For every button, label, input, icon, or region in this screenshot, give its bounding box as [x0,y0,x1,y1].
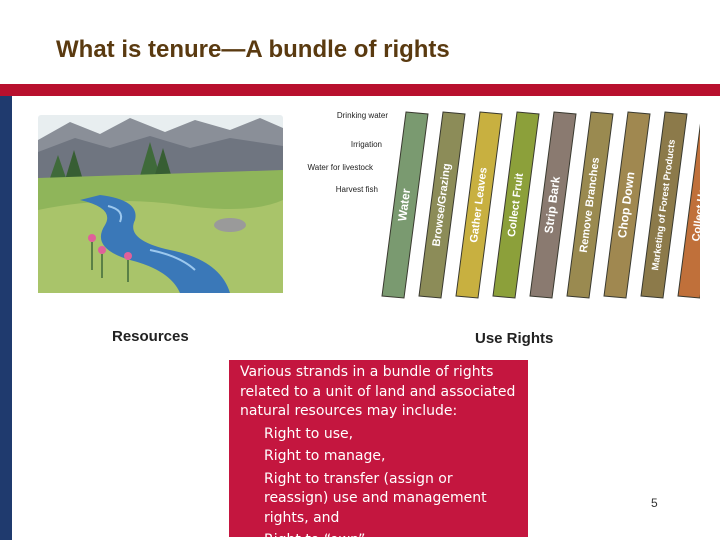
rights-list-item: Right to use, [264,425,354,442]
water-use-label: Water for livestock [308,163,374,172]
strand-shape [381,111,429,299]
strand-shape [640,111,688,299]
strand-shape [418,111,466,299]
strand-shape [677,123,700,299]
strand-shape [566,111,614,299]
water-uses-labels: Drinking water Irrigation Water for live… [308,111,389,194]
use-rights-label: Use Rights [475,330,554,347]
strand-shape [455,111,503,299]
strand-label: Water [395,187,413,222]
rights-strand: Browse/Grazing [418,111,466,299]
left-accent-bar [0,96,12,540]
rights-list: Right to use, Right to manage, Right to … [240,425,520,551]
rights-strand: Chop Down [603,111,651,299]
callout-intro: Various strands in a bundle of rights re… [240,364,516,419]
rights-callout-box: Various strands in a bundle of rights re… [229,360,528,548]
strand-shape [529,111,577,299]
strand-shape [492,111,540,299]
rights-strand: Gather Leaves [455,111,503,299]
resources-label: Resources [112,328,189,345]
water-use-label: Drinking water [337,111,388,120]
page-number: 5 [651,496,658,510]
rights-strand: Strip Bark [529,111,577,299]
rights-strand: Remove Branches [566,111,614,299]
strand-shape [603,111,651,299]
water-use-label: Harvest fish [336,185,378,194]
rights-strand: Water [381,111,429,299]
rights-list-item: Right to manage, [264,448,386,464]
landscape-illustration [38,115,283,293]
slide-title: What is tenure—A bundle of rights [56,36,450,63]
rights-strand: Marketing of Forest Products [640,111,688,299]
bundle-of-rights-illustration: Drinking water Irrigation Water for live… [38,111,700,299]
rights-list-item: Right to “own”. [264,532,370,548]
strand-label: Collect Honey [690,167,700,242]
header-divider-bar [0,84,720,96]
rights-list-item: Right to transfer (assign or reassign) u… [264,470,487,526]
rights-strand: Collect Fruit [492,111,540,299]
water-use-label: Irrigation [351,140,382,149]
rights-strand: Collect Honey [677,123,700,299]
